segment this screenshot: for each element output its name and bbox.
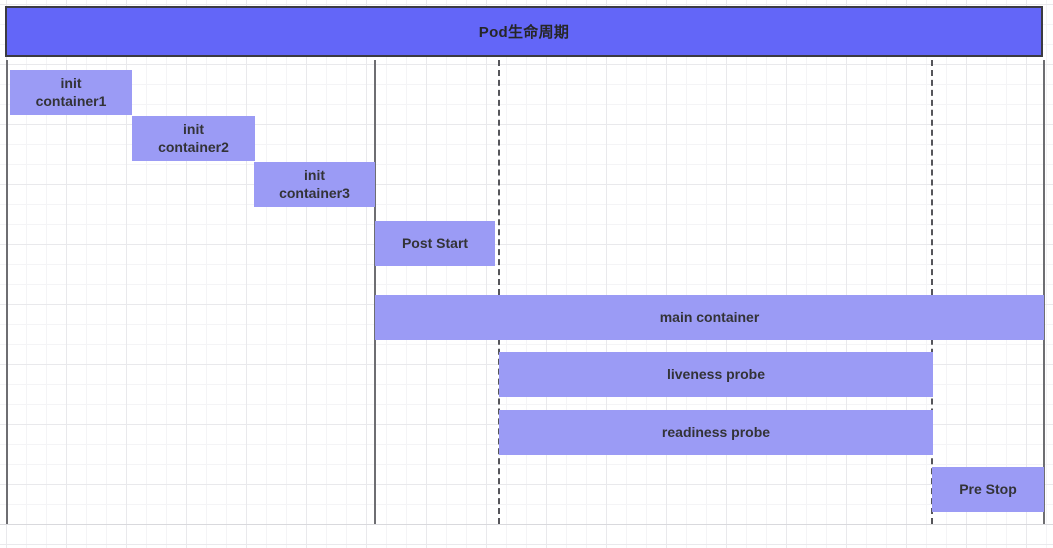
bar-init-container-1-label: init container1 <box>36 75 107 110</box>
rule-left-edge <box>6 60 8 524</box>
bar-main-container: main container <box>375 295 1044 340</box>
diagram-title-bar: Pod生命周期 <box>5 6 1043 57</box>
bar-init-container-2-line1: init <box>183 121 204 137</box>
bar-init-container-3: init container3 <box>254 162 375 207</box>
bar-liveness-probe-label: liveness probe <box>666 365 766 382</box>
bar-pre-stop: Pre Stop <box>932 467 1044 512</box>
bar-readiness-probe-label: readiness probe <box>661 423 771 440</box>
bar-liveness-probe: liveness probe <box>499 352 933 397</box>
bar-init-container-1: init container1 <box>10 70 132 115</box>
bar-init-container-3-line2: container3 <box>279 184 350 201</box>
bar-init-container-2-line2: container2 <box>158 138 229 155</box>
bar-init-container-2: init container2 <box>132 116 255 161</box>
baseline <box>0 524 1053 525</box>
bar-readiness-probe: readiness probe <box>499 410 933 455</box>
rule-probes-end <box>931 60 933 524</box>
bar-pre-stop-label: Pre Stop <box>959 480 1017 497</box>
bar-post-start: Post Start <box>375 221 495 266</box>
bar-init-container-1-line1: init <box>60 75 82 91</box>
rule-init-end <box>374 60 376 524</box>
rule-right-edge <box>1043 60 1045 524</box>
rule-post-start-end <box>498 60 500 524</box>
bar-init-container-3-label: init container3 <box>279 167 350 202</box>
diagram-title: Pod生命周期 <box>478 24 570 41</box>
bar-init-container-2-label: init container2 <box>158 121 229 156</box>
bar-init-container-3-line1: init <box>304 167 325 183</box>
bar-post-start-label: Post Start <box>401 234 469 251</box>
bar-init-container-1-line2: container1 <box>35 92 107 109</box>
bar-main-container-label: main container <box>659 308 760 325</box>
